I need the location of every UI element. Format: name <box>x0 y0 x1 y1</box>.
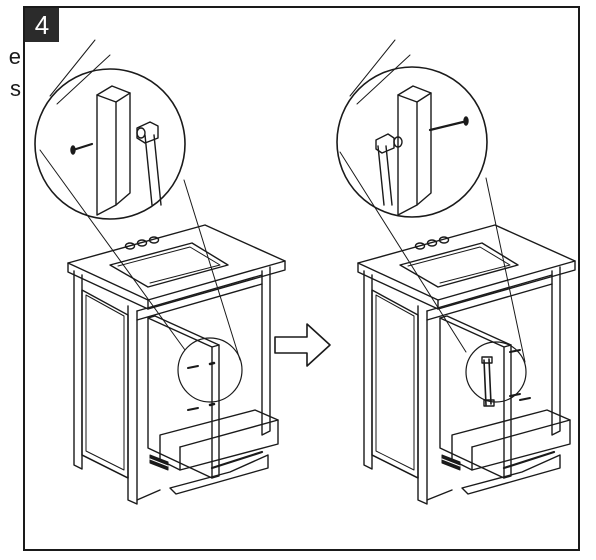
detail-callout-right <box>336 39 488 218</box>
door-edge-detail <box>96 94 117 216</box>
vanity-top-right <box>357 224 576 301</box>
zoom-circle-small-right <box>465 341 527 403</box>
faucet-hole <box>124 242 136 250</box>
detail-callout-left <box>34 39 186 220</box>
right-arrow-icon <box>274 323 331 367</box>
vanity-before <box>67 224 286 505</box>
instruction-frame <box>23 6 580 551</box>
margin-text-1: e <box>8 44 21 69</box>
vanity-top-left <box>67 224 286 301</box>
vanity-leg <box>73 270 83 470</box>
margin-text-2: s <box>10 76 21 101</box>
screw-icon <box>71 142 94 152</box>
door-handle-icon <box>136 121 159 144</box>
sink-basin-left <box>109 242 229 288</box>
zoom-circle-small-left <box>177 337 243 403</box>
installed-handle <box>481 356 493 364</box>
step-number-badge: 4 <box>25 8 59 42</box>
vanity-after <box>357 224 576 505</box>
sink-basin-right <box>399 242 519 288</box>
